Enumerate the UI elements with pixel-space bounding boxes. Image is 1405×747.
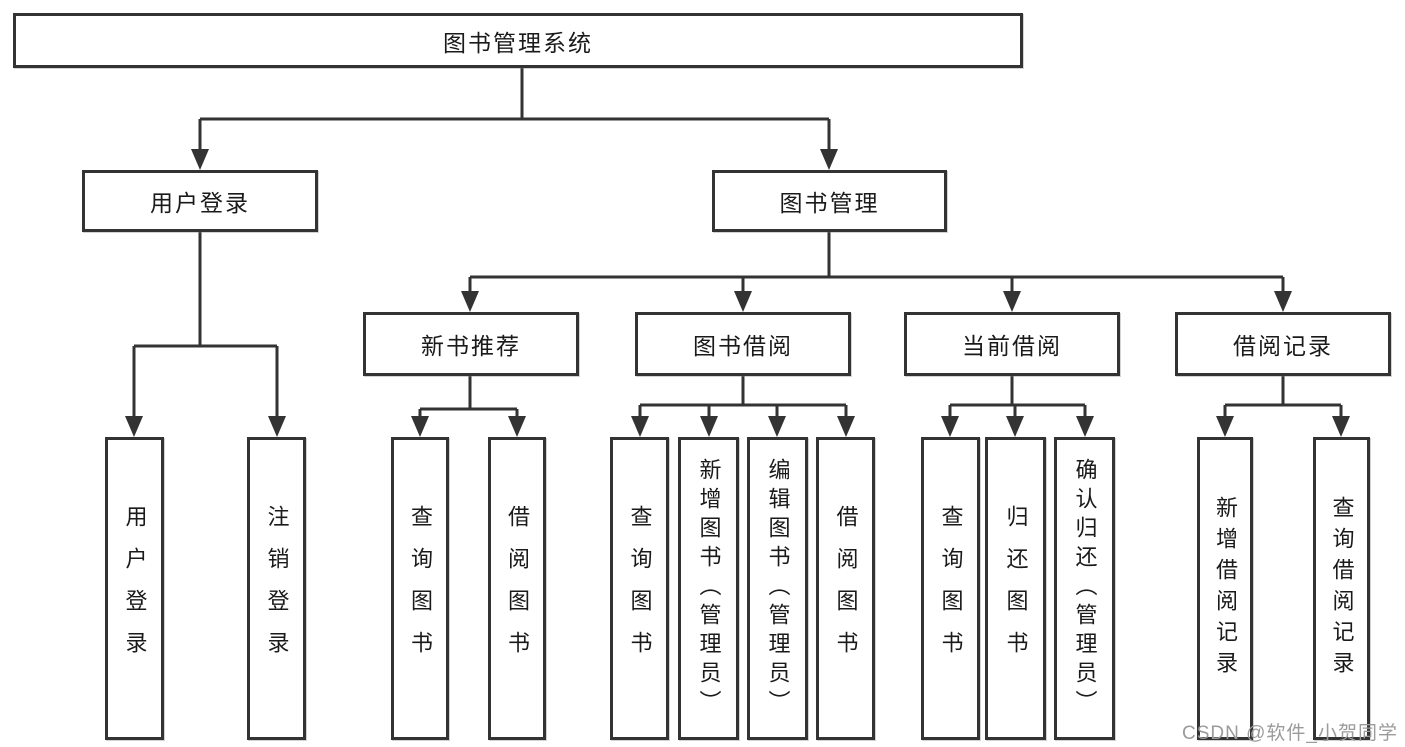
leaf-logout-label: 注销登录 (264, 504, 290, 673)
leaf-confirm-return-admin-label: 确认归还（管理员） (1072, 458, 1098, 719)
node-current-borrow-label: 当前借阅 (962, 333, 1062, 359)
node-user-login-label: 用户登录 (150, 190, 250, 216)
leaf-query-books-current-label: 查询图书 (938, 504, 964, 673)
node-current-borrow: 当前借阅 (904, 312, 1120, 376)
leaf-logout: 注销登录 (247, 437, 306, 740)
node-book-management-label: 图书管理 (779, 190, 880, 216)
leaf-edit-books-admin-label: 编辑图书（管理员） (765, 458, 791, 719)
leaf-query-borrow-record: 查询借阅记录 (1313, 437, 1370, 740)
node-book-borrow-label: 图书借阅 (693, 333, 793, 359)
arrowheads (125, 149, 1350, 437)
leaf-add-borrow-record: 新增借阅记录 (1197, 437, 1253, 740)
leaf-borrow-books-borrow-label: 借阅图书 (833, 504, 859, 673)
leaf-query-books-borrow: 查询图书 (610, 437, 669, 740)
leaf-borrow-books-recommend-label: 借阅图书 (505, 504, 530, 673)
leaf-user-login: 用户登录 (105, 437, 164, 740)
node-borrow-records: 借阅记录 (1175, 312, 1391, 376)
leaf-confirm-return-admin: 确认归还（管理员） (1054, 437, 1115, 740)
leaf-add-books-admin: 新增图书（管理员） (678, 437, 739, 740)
leaf-query-books-borrow-label: 查询图书 (627, 504, 653, 673)
node-book-borrow: 图书借阅 (635, 312, 851, 376)
leaf-return-books-label: 归还图书 (1003, 504, 1029, 673)
connector-group (125, 68, 1350, 437)
node-user-login: 用户登录 (82, 170, 318, 232)
leaf-borrow-books-recommend: 借阅图书 (488, 437, 546, 740)
node-new-book-recommend-label: 新书推荐 (421, 333, 521, 359)
node-root-label: 图书管理系统 (443, 29, 593, 56)
leaf-query-borrow-record-label: 查询借阅记录 (1329, 495, 1355, 682)
leaf-query-books-current: 查询图书 (921, 437, 980, 740)
leaf-query-books-recommend: 查询图书 (391, 437, 449, 740)
watermark: CSDN @软件_小贺同学 (1182, 723, 1398, 744)
leaf-add-borrow-record-label: 新增借阅记录 (1213, 495, 1238, 682)
leaf-edit-books-admin: 编辑图书（管理员） (747, 437, 808, 740)
node-borrow-records-label: 借阅记录 (1233, 333, 1333, 359)
node-new-book-recommend: 新书推荐 (363, 312, 579, 376)
leaf-return-books: 归还图书 (985, 437, 1046, 740)
leaf-borrow-books-borrow: 借阅图书 (816, 437, 875, 740)
node-root: 图书管理系统 (13, 13, 1023, 68)
node-book-management: 图书管理 (712, 170, 947, 232)
leaf-user-login-label: 用户登录 (122, 504, 148, 673)
leaf-query-books-recommend-label: 查询图书 (408, 504, 433, 673)
leaf-add-books-admin-label: 新增图书（管理员） (696, 458, 722, 719)
